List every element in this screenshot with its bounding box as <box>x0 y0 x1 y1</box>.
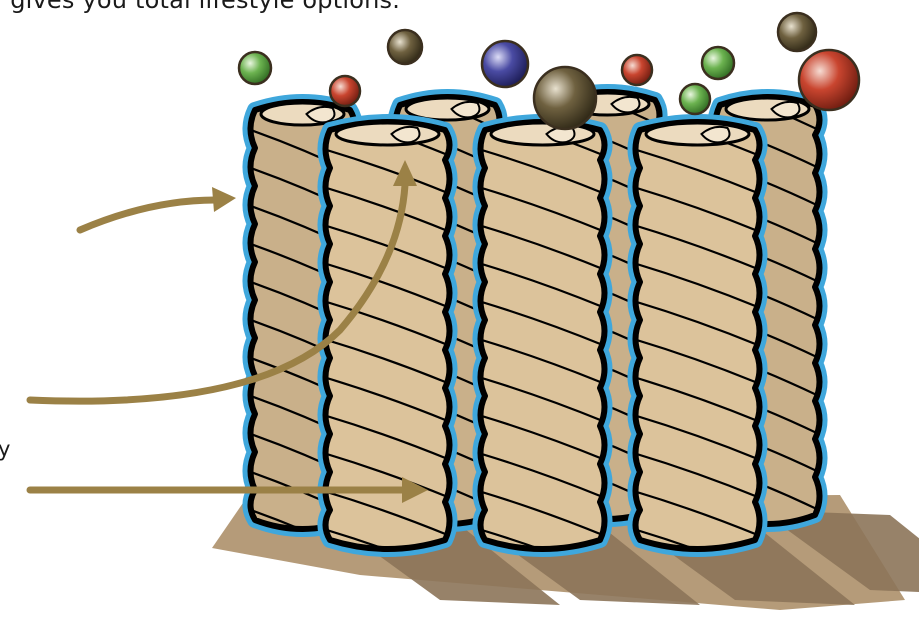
particle-green <box>702 47 734 79</box>
arrow-upper <box>80 200 215 230</box>
front-fiber <box>475 110 610 614</box>
particle-green <box>680 84 710 114</box>
arrow-upper-head <box>212 187 236 212</box>
particle-red <box>799 50 859 110</box>
particle-brown <box>534 67 596 129</box>
particle-red <box>622 55 652 85</box>
particle-brown <box>388 30 422 64</box>
front-fiber <box>630 110 765 614</box>
particle-red <box>330 76 360 106</box>
particle-purple <box>482 41 528 87</box>
front-fiber <box>320 110 455 614</box>
front-fiber-row <box>320 110 765 614</box>
particle-green <box>239 52 271 84</box>
particle-brown <box>778 13 816 51</box>
